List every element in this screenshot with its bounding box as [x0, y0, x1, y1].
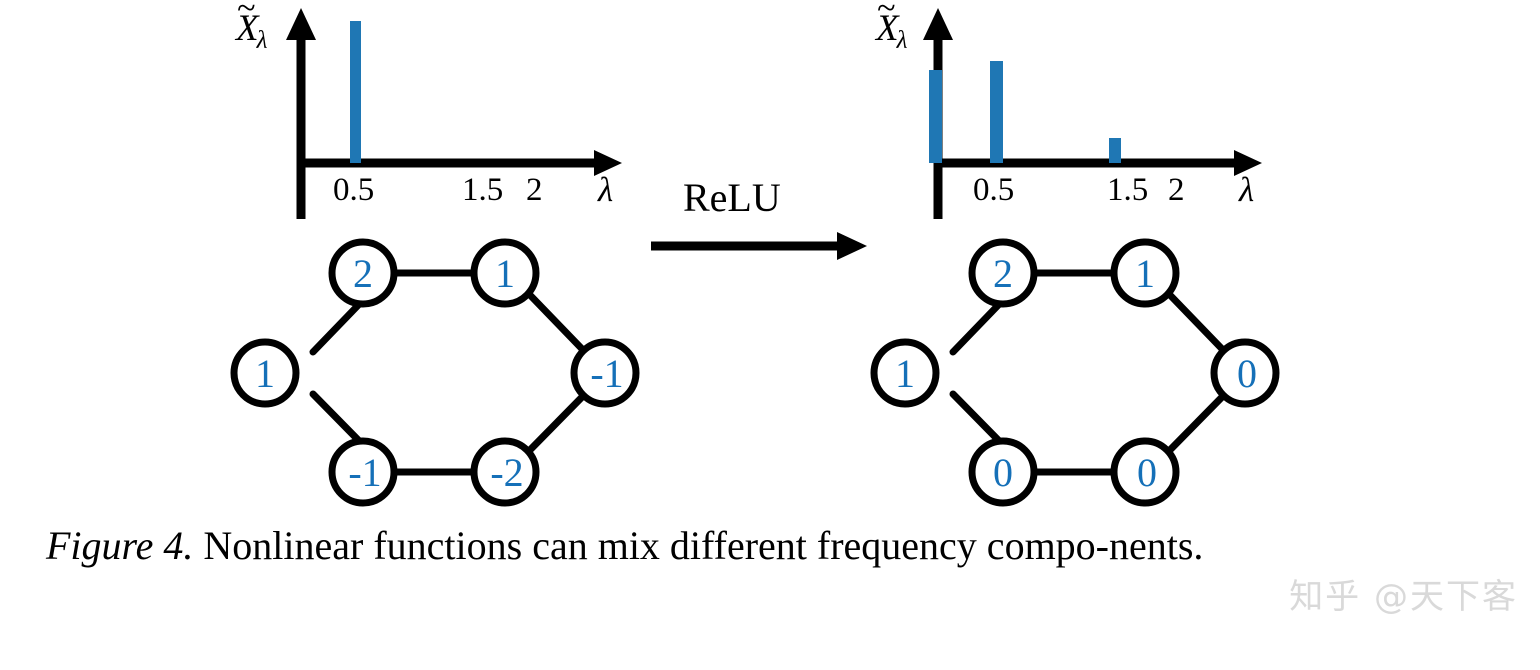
right-xtick-1.5: 1.5 — [1107, 172, 1149, 208]
figure-caption-text-line2: nents. — [1109, 523, 1204, 568]
right-spectrum-chart: ~Xλ 0.5 1.5 2 λ — [876, 0, 1276, 219]
node-value-bottom-left: -1 — [348, 450, 382, 495]
left-spectrum-svg — [286, 8, 622, 219]
node-circle-bottom-right — [470, 437, 540, 507]
node-value-left: 1 — [895, 351, 915, 396]
node-circle-top-right — [1110, 238, 1180, 308]
node-value-top-left: 2 — [993, 251, 1013, 296]
relu-transform-group: ReLU — [645, 178, 885, 268]
node-circle-bottom-left — [968, 437, 1038, 507]
left-y-axis — [286, 8, 316, 219]
left-xtick-2: 2 — [526, 172, 543, 208]
node-circle-left — [230, 338, 300, 408]
left-xtick-1.5: 1.5 — [462, 172, 504, 208]
watermark-text: 知乎 @天下客 — [1289, 577, 1518, 617]
figure-caption: Figure 4. Nonlinear functions can mix di… — [46, 518, 1306, 575]
node-value-top-left: 2 — [353, 251, 373, 296]
bar-lambda-0 — [929, 70, 942, 163]
right-x-axis-label: λ — [1239, 170, 1255, 209]
figure-caption-text: Nonlinear functions can mix different fr… — [193, 523, 1109, 568]
left-spectrum-chart: ~Xλ 0.5 1.5 2 λ — [236, 0, 636, 219]
bar-lambda-1.4 — [1109, 138, 1121, 163]
right-y-axis-label: ~Xλ — [876, 0, 907, 53]
right-xtick-2: 2 — [1168, 172, 1185, 208]
left-xtick-0.5: 0.5 — [333, 172, 375, 208]
node-circle-right — [570, 338, 640, 408]
left-x-axis — [297, 150, 622, 176]
node-circle-top-left — [328, 238, 398, 308]
left-y-axis-label: ~Xλ — [236, 0, 267, 53]
tilde-accent: ~ — [237, 0, 256, 28]
node-value-top-right: 1 — [1135, 251, 1155, 296]
node-circle-bottom-left — [328, 437, 398, 507]
right-spectrum-svg — [923, 8, 1262, 219]
right-graph-nodes — [870, 238, 1280, 507]
left-spectrum-bars — [350, 21, 361, 163]
bar-lambda-0.5 — [990, 61, 1003, 163]
node-circle-bottom-right — [1110, 437, 1180, 507]
right-spectrum-bars — [929, 61, 1121, 163]
node-value-bottom-left: 0 — [993, 450, 1013, 495]
right-hexagon-graph: 2 1 0 0 0 1 — [855, 230, 1295, 515]
node-circle-left — [870, 338, 940, 408]
bar-lambda-0.5 — [350, 21, 361, 163]
node-value-left: 1 — [255, 351, 275, 396]
left-graph-nodes — [230, 238, 640, 507]
node-value-bottom-right: 0 — [1137, 450, 1157, 495]
node-value-right: -1 — [590, 351, 624, 396]
node-circle-right — [1210, 338, 1280, 408]
left-graph-svg — [230, 238, 640, 507]
node-value-top-right: 1 — [495, 251, 515, 296]
right-x-axis — [934, 150, 1262, 176]
left-x-axis-label: λ — [598, 170, 614, 209]
left-hexagon-graph: 2 1 -1 -2 -1 1 — [215, 230, 655, 515]
node-value-bottom-right: -2 — [490, 450, 524, 495]
node-circle-top-right — [470, 238, 540, 308]
right-graph-svg — [870, 238, 1280, 507]
node-value-right: 0 — [1237, 351, 1257, 396]
right-arrow-icon — [651, 232, 867, 260]
relu-label: ReLU — [683, 175, 781, 220]
tilde-accent: ~ — [877, 0, 896, 28]
figure-number: Figure 4. — [46, 523, 194, 568]
right-xtick-0.5: 0.5 — [973, 172, 1015, 208]
node-circle-top-left — [968, 238, 1038, 308]
